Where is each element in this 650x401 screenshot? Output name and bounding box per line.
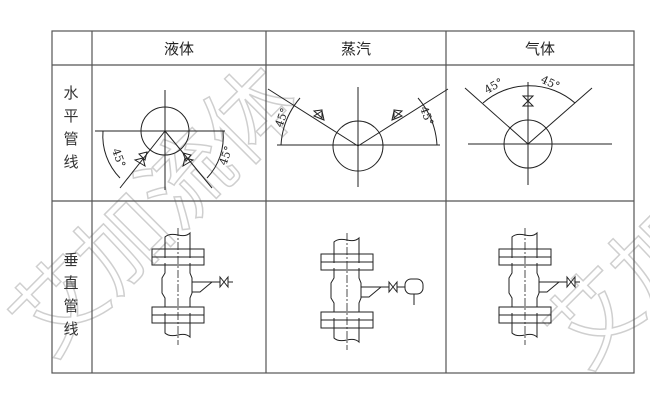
horizontal-steam-diagram: 45° 45° — [267, 87, 449, 187]
header-steam: 蒸汽 — [341, 40, 371, 58]
svg-text:水: 水 — [63, 84, 78, 102]
svg-text:管: 管 — [63, 297, 78, 315]
svg-text:45°: 45° — [217, 144, 236, 167]
svg-text:平: 平 — [63, 107, 78, 125]
vertical-liquid-diagram — [151, 228, 233, 345]
svg-text:45°: 45° — [539, 73, 562, 93]
svg-text:线: 线 — [63, 320, 78, 338]
svg-text:线: 线 — [63, 153, 78, 171]
svg-text:垂: 垂 — [63, 251, 78, 269]
header-liquid: 液体 — [164, 40, 194, 58]
svg-text:45°: 45° — [109, 147, 128, 170]
horizontal-gas-diagram: 45° 45° — [464, 73, 612, 185]
svg-text:艾加流体: 艾加流体 — [526, 59, 650, 388]
svg-text:直: 直 — [63, 274, 78, 292]
watermark: 艾加流体 艾加流体 — [0, 46, 650, 388]
vertical-gas-diagram — [498, 228, 580, 345]
table-grid — [51, 30, 635, 374]
svg-text:艾加流体: 艾加流体 — [0, 47, 320, 376]
svg-text:45°: 45° — [417, 105, 436, 128]
header-gas: 气体 — [525, 40, 555, 58]
svg-text:45°: 45° — [273, 106, 292, 129]
row-label-horizontal: 水 平 管 线 — [63, 84, 78, 171]
vertical-steam-diagram — [320, 233, 424, 350]
svg-text:45°: 45° — [482, 76, 505, 97]
row-label-vertical: 垂 直 管 线 — [63, 251, 78, 338]
horizontal-liquid-diagram: 45° 45° — [95, 90, 235, 190]
svg-text:管: 管 — [63, 130, 78, 148]
